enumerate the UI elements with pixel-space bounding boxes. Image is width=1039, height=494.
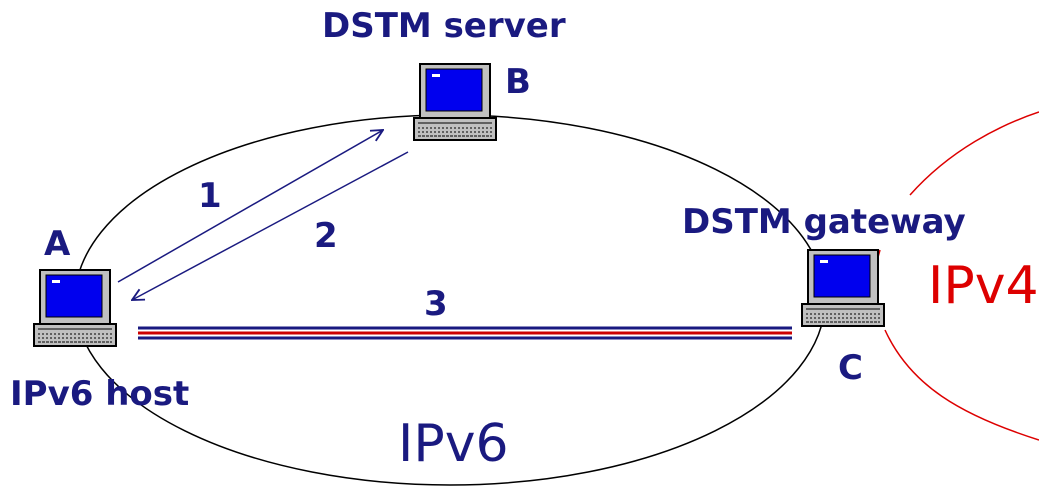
ipv4-network-arc-bottom bbox=[884, 329, 1039, 441]
ipv4-zone-label: IPv4 bbox=[928, 256, 1039, 316]
server-title: DSTM server bbox=[322, 6, 566, 46]
step-3-tunnel bbox=[138, 326, 792, 340]
gateway-letter: C bbox=[838, 348, 863, 388]
step-1-arrow bbox=[117, 130, 383, 283]
host-letter: A bbox=[44, 224, 71, 264]
server-letter: B bbox=[505, 62, 531, 102]
gateway-title: DSTM gateway bbox=[682, 202, 966, 242]
step-2-label: 2 bbox=[314, 216, 338, 256]
host-title: IPv6 host bbox=[10, 374, 190, 414]
ipv6-zone-label: IPv6 bbox=[398, 414, 509, 474]
ipv4-network-arc-top bbox=[909, 111, 1039, 196]
step-1-label: 1 bbox=[198, 176, 222, 216]
laptop-icon bbox=[413, 63, 497, 141]
step-3-label: 3 bbox=[424, 284, 448, 324]
laptop-icon bbox=[801, 249, 885, 327]
step-2-arrow bbox=[132, 151, 409, 300]
laptop-icon bbox=[33, 269, 117, 347]
